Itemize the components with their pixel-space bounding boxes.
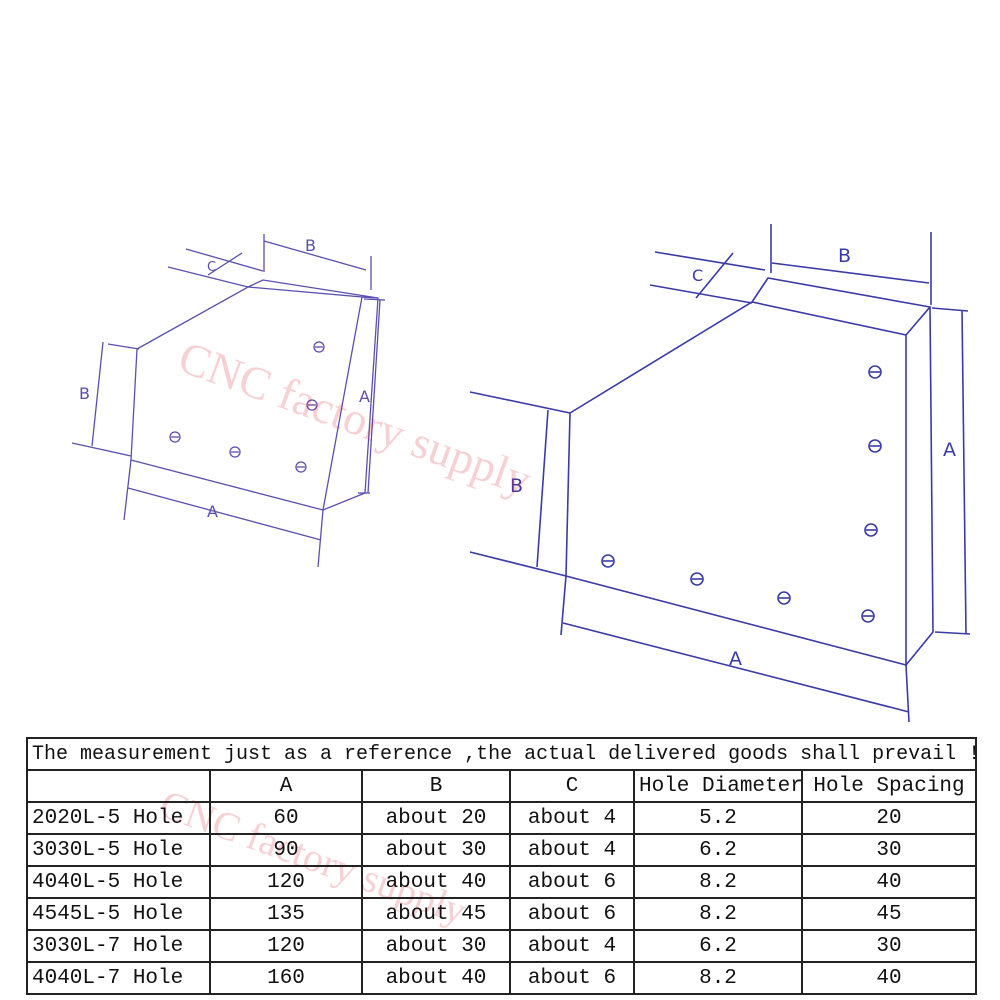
large-bracket-face [565, 301, 907, 667]
cell-b: about 30 [361, 929, 511, 963]
large-label-a: A [729, 648, 742, 670]
small-label-side-b: B [79, 384, 90, 403]
cell-model: 4040L-5 Hole [26, 865, 211, 899]
small-dimension-lines [71, 234, 386, 568]
cell-c: about 4 [509, 929, 635, 963]
small-label-a: A [207, 502, 218, 521]
cell-c: about 6 [509, 897, 635, 931]
large-bracket-top-edge [751, 277, 932, 336]
cell-b: about 40 [361, 961, 511, 995]
small-label-c: C [207, 260, 216, 275]
small-label-b: B [305, 236, 316, 255]
cell-hole-spacing: 40 [800, 961, 978, 995]
large-bracket-holes [601, 365, 882, 623]
small-label-side-a: A [359, 387, 370, 406]
cell-c: about 6 [509, 961, 635, 995]
cell-c: about 4 [509, 833, 635, 867]
small-bracket [71, 234, 386, 568]
header-c: C [509, 769, 635, 803]
cell-hole-diameter: 8.2 [633, 961, 803, 995]
header-hole-diameter: Hole Diameter [633, 769, 803, 803]
cell-model: 3030L-5 Hole [26, 833, 211, 867]
cell-hole-diameter: 8.2 [633, 897, 803, 931]
cell-hole-diameter: 6.2 [633, 833, 803, 867]
cell-model: 3030L-7 Hole [26, 929, 211, 963]
large-label-b: B [838, 245, 851, 267]
spec-table: The measurement just as a reference ,the… [25, 737, 978, 995]
table-header-row: A B C Hole Diameter Hole Spacing [26, 769, 978, 803]
cell-a: 60 [209, 801, 363, 835]
cell-a: 160 [209, 961, 363, 995]
cell-b: about 40 [361, 865, 511, 899]
small-bracket-side [322, 296, 379, 511]
table-caption: The measurement just as a reference ,the… [25, 737, 978, 771]
cell-a: 120 [209, 865, 363, 899]
small-bracket-holes [169, 341, 325, 473]
cell-model: 4040L-7 Hole [26, 961, 211, 995]
cell-a: 90 [209, 833, 363, 867]
bracket-drawings: B C B A A B C B A A [71, 224, 971, 723]
header-b: B [361, 769, 511, 803]
header-model [26, 769, 211, 803]
cell-a: 120 [209, 929, 363, 963]
cell-hole-diameter: 6.2 [633, 929, 803, 963]
cell-hole-diameter: 5.2 [633, 801, 803, 835]
table-caption-row: The measurement just as a reference ,the… [25, 737, 978, 771]
cell-hole-spacing: 30 [800, 833, 978, 867]
cell-b: about 30 [361, 833, 511, 867]
cell-hole-spacing: 45 [800, 897, 978, 931]
large-label-side-a: A [943, 439, 956, 461]
cell-hole-diameter: 8.2 [633, 865, 803, 899]
cell-hole-spacing: 30 [800, 929, 978, 963]
cell-hole-spacing: 20 [800, 801, 978, 835]
large-label-c: C [692, 266, 703, 285]
large-dimension-lines [469, 224, 971, 723]
large-bracket [469, 224, 971, 723]
cell-b: about 20 [361, 801, 511, 835]
large-bracket-side [905, 306, 934, 666]
header-a: A [209, 769, 363, 803]
cell-hole-spacing: 40 [800, 865, 978, 899]
large-label-side-b: B [510, 475, 523, 497]
cell-a: 135 [209, 897, 363, 931]
header-hole-spacing: Hole Spacing [800, 769, 978, 803]
cell-model: 2020L-5 Hole [26, 801, 211, 835]
cell-b: about 45 [361, 897, 511, 931]
cell-model: 4545L-5 Hole [26, 897, 211, 931]
cell-c: about 6 [509, 865, 635, 899]
cell-c: about 4 [509, 801, 635, 835]
small-bracket-face [130, 286, 363, 511]
